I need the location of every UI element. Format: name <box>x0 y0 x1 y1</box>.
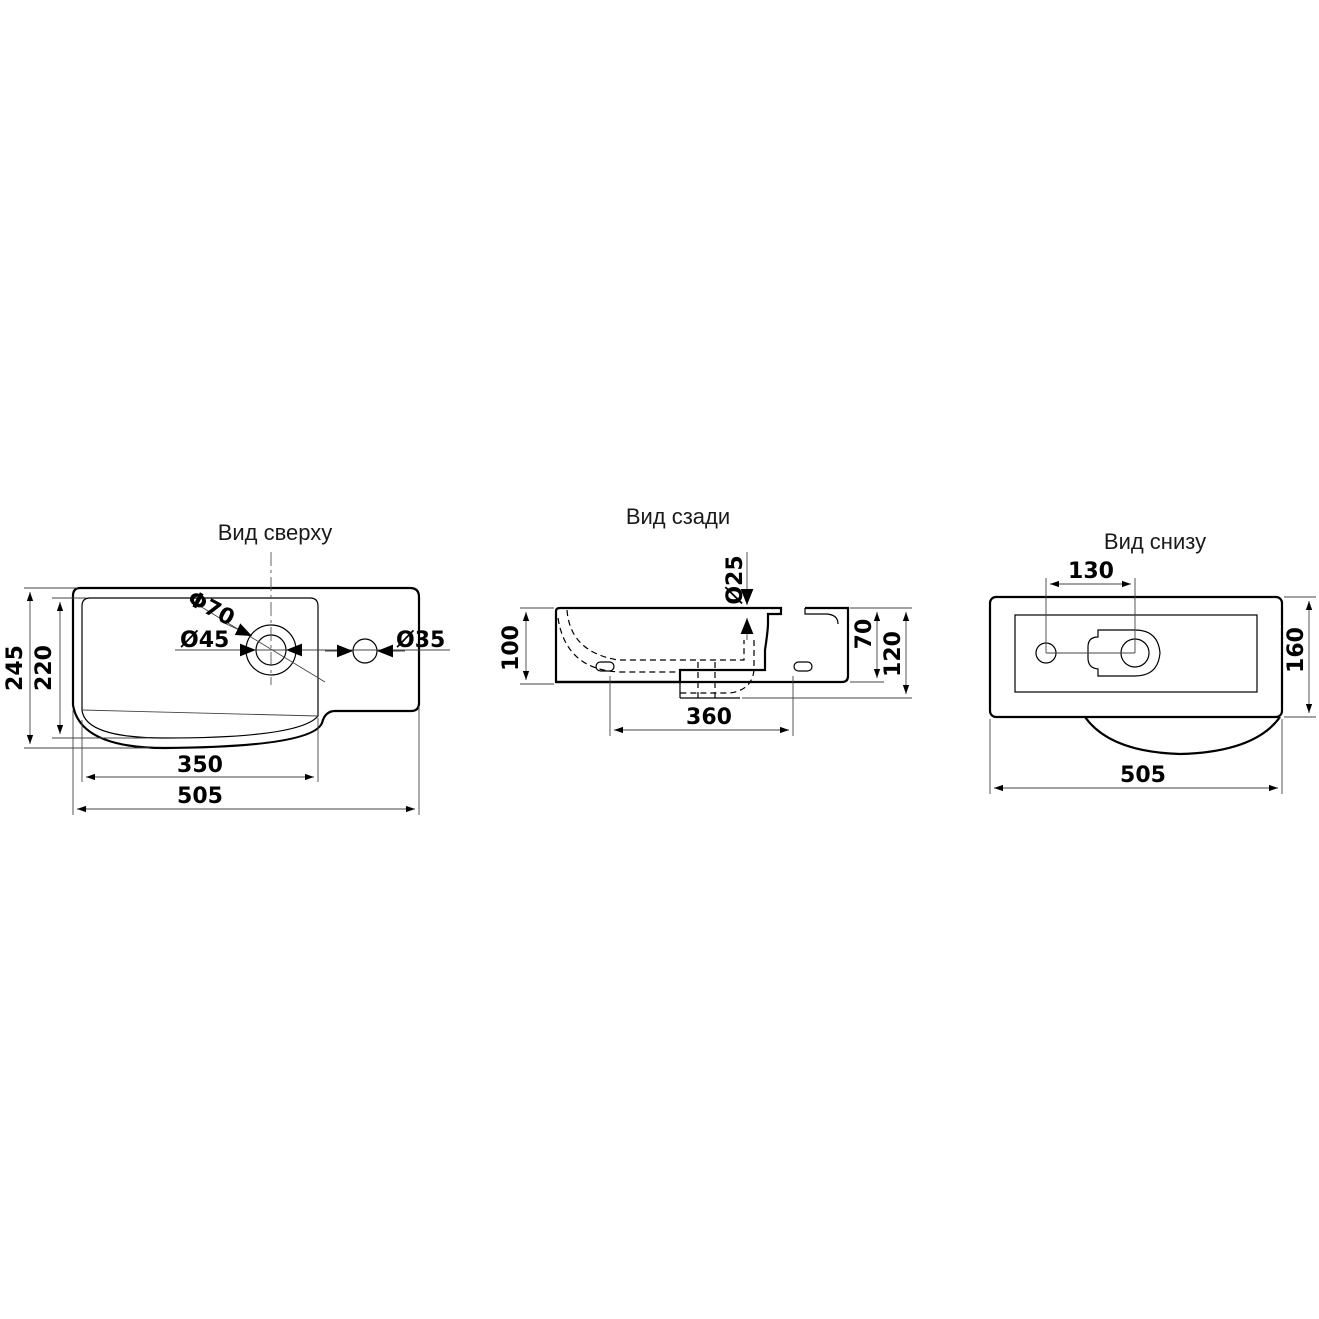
top-view-outer-contour <box>71 586 421 750</box>
dim245-label: 245 <box>3 645 28 691</box>
mounting-slot-right <box>793 661 813 672</box>
bottom-view-inner-panel <box>1014 614 1258 693</box>
top-view-title: Вид сверху <box>218 520 333 545</box>
back-view-bowl-hidden-outer <box>557 617 680 673</box>
mounting-slot-left <box>595 661 615 672</box>
back-view-body-right <box>556 606 850 684</box>
back-view-title: Вид сзади <box>626 504 730 529</box>
bottom-view-title: Вид снизу <box>1104 529 1206 554</box>
bottom-view-outer <box>988 595 1284 719</box>
dim130-label: 130 <box>1068 559 1114 584</box>
back-view-drain-hidden <box>680 640 755 694</box>
tap-hole-circle <box>352 638 378 664</box>
top-view-bowl-edge <box>81 709 319 717</box>
back-view: Вид сзади Ø25 100 70 120 <box>499 504 912 736</box>
top-view: Вид сверху Φ70 Ø45 Ø35 245 <box>3 520 450 815</box>
dim220-label: 220 <box>32 645 57 691</box>
dim350-label: 350 <box>177 753 223 778</box>
phi70-arrow <box>219 620 253 637</box>
back-view-notch <box>804 608 839 625</box>
bottom-drain-outline <box>1087 629 1161 677</box>
phi70-leader <box>189 599 326 683</box>
dim100-label: 100 <box>499 625 524 671</box>
bottom-dim505-label: 505 <box>1120 763 1166 788</box>
d45-label: Ø45 <box>180 628 229 653</box>
dim70-label: 70 <box>852 619 877 650</box>
bottom-view-bowl-protrusion <box>1084 716 1281 756</box>
d35-label: Ø35 <box>396 628 445 653</box>
dim120-label: 120 <box>881 631 906 677</box>
top-view-bowl <box>81 597 319 739</box>
back-view-bowl-hidden <box>566 609 745 661</box>
dim505-label: 505 <box>177 784 223 809</box>
bottom-view: Вид снизу 130 160 505 <box>988 529 1316 794</box>
d25-label: Ø25 <box>723 555 748 604</box>
phi70-label: Φ70 <box>183 586 238 631</box>
dim360-label: 360 <box>686 705 732 730</box>
back-view-body <box>554 606 783 684</box>
dim160-label: 160 <box>1284 627 1309 673</box>
